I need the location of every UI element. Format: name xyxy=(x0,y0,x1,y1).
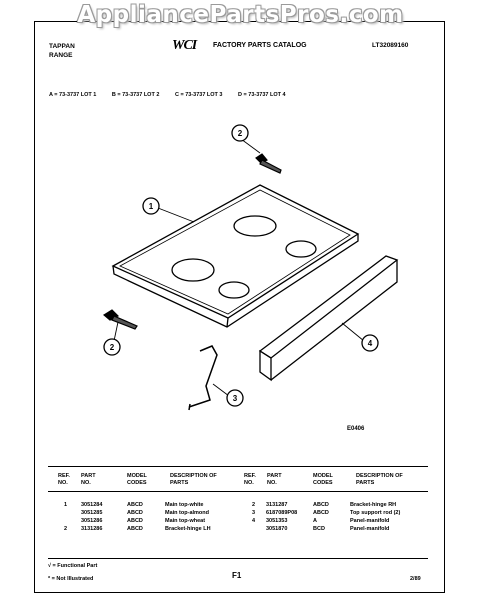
callout-circle xyxy=(103,338,121,356)
catalog-title: FACTORY PARTS CATALOG xyxy=(213,42,307,49)
lot-legend: A = 73-3737 LOT 1 B = 73-3737 LOT 2 C = … xyxy=(49,92,300,98)
main-cooktop xyxy=(111,184,360,328)
row-description: Main top-wheat xyxy=(165,518,206,524)
row-model-codes: ABCD xyxy=(127,502,143,508)
manifold-panel xyxy=(258,255,399,382)
leader-4 xyxy=(341,322,365,342)
cooktop-inner-rim xyxy=(119,189,351,315)
bracket-arm xyxy=(111,315,138,330)
row-description: Main top-almond xyxy=(165,510,209,516)
row-part-no: 3131287 xyxy=(266,502,288,508)
exploded-parts-diagram: 1 2 2 3 4 xyxy=(102,124,399,411)
lot-item: C = 73-3737 LOT 3 xyxy=(174,92,223,98)
row-model-codes: ABCD xyxy=(127,526,143,532)
leader-1 xyxy=(157,207,195,223)
row-model-codes: A xyxy=(313,518,317,524)
lot-item: A = 73-3737 LOT 1 xyxy=(49,92,97,98)
page-frame xyxy=(34,21,445,593)
panel-end-face xyxy=(259,349,272,382)
cooktop-corner xyxy=(226,317,229,328)
leader-2-upper xyxy=(240,138,261,154)
diagram-code: E0406 xyxy=(347,426,365,432)
callout-circle xyxy=(226,389,244,407)
callout-markers: 1 2 2 3 4 xyxy=(103,124,379,407)
callout-number: 3 xyxy=(233,394,238,403)
row-description: Bracket-hinge LH xyxy=(165,526,211,532)
table-bottom-rule xyxy=(48,558,428,559)
wci-logo: WCI xyxy=(172,38,197,53)
row-model-codes: ABCD xyxy=(313,510,329,516)
row-description: Panel-manifold xyxy=(350,526,390,532)
row-ref: 2 xyxy=(252,502,256,508)
watermark-text: AppliancePartsPros.com xyxy=(77,2,404,28)
row-part-no: 3131286 xyxy=(81,526,103,532)
header-description: DESCRIPTION OF PARTS xyxy=(170,473,217,486)
row-model-codes: ABCD xyxy=(127,518,143,524)
row-description: Main top-white xyxy=(165,502,204,508)
callout-number: 4 xyxy=(368,339,373,348)
burner-opening xyxy=(171,258,215,282)
header-part-no: PART NO. xyxy=(267,473,282,486)
row-part-no: 3051870 xyxy=(266,526,288,532)
page-number: F1 xyxy=(232,571,242,580)
catalog-date: 2/89 xyxy=(410,576,421,582)
row-part-no: 3051284 xyxy=(81,502,103,508)
callout-circle xyxy=(361,334,379,352)
row-description: Top support rod (2) xyxy=(350,510,401,516)
product-name: RANGE xyxy=(49,52,73,59)
row-part-no: 3051285 xyxy=(81,510,103,516)
hinge-bracket-right xyxy=(255,153,282,174)
not-illustrated-note: * = Not Illustrated xyxy=(48,576,94,582)
header-model-codes: MODEL CODES xyxy=(127,473,147,486)
row-part-no: 3051353 xyxy=(266,518,288,524)
burner-opening xyxy=(218,281,250,299)
header-part-no: PART NO. xyxy=(81,473,96,486)
row-description: Panel-manifold xyxy=(350,518,390,524)
row-model-codes: BCD xyxy=(313,526,325,532)
callout-number: 1 xyxy=(149,202,154,211)
row-ref: 4 xyxy=(252,518,256,524)
table-header-rule xyxy=(48,491,428,492)
header-description: DESCRIPTION OF PARTS xyxy=(356,473,403,486)
header-ref-no: REF. NO. xyxy=(58,473,70,486)
row-model-codes: ABCD xyxy=(127,510,143,516)
leader-lines xyxy=(113,138,365,397)
lot-item: B = 73-3737 LOT 2 xyxy=(111,92,160,98)
lot-item: D = 73-3737 LOT 4 xyxy=(238,92,286,98)
catalog-number: LT32089160 xyxy=(372,42,409,49)
row-description: Bracket-hinge RH xyxy=(350,502,397,508)
leader-2-lower xyxy=(113,321,119,342)
burner-opening xyxy=(233,215,277,237)
row-part-no: 6187089P08 xyxy=(266,510,298,516)
rod-end xyxy=(188,403,191,411)
hinge-bracket-left xyxy=(102,309,138,330)
leader-3 xyxy=(212,383,230,397)
header-ref-no: REF. NO. xyxy=(244,473,256,486)
row-part-no: 3051286 xyxy=(81,518,103,524)
callout-number: 2 xyxy=(238,129,243,138)
row-ref: 3 xyxy=(252,510,256,516)
panel-front-face xyxy=(270,260,398,381)
burner-opening xyxy=(285,240,317,258)
callout-number: 2 xyxy=(110,343,115,352)
support-rod xyxy=(188,345,218,411)
row-ref: 1 xyxy=(64,502,68,508)
functional-part-note: √ = Functional Part xyxy=(48,563,98,569)
table-top-rule xyxy=(48,466,428,467)
brand-block: TAPPAN RANGE xyxy=(49,42,75,60)
callout-circle xyxy=(231,124,249,142)
bracket-arm xyxy=(259,159,282,174)
rod-path xyxy=(188,345,218,408)
header-model-codes: MODEL CODES xyxy=(313,473,333,486)
brand-name: TAPPAN xyxy=(49,43,75,50)
row-ref: 2 xyxy=(64,526,68,532)
row-model-codes: ABCD xyxy=(313,502,329,508)
callout-circle xyxy=(142,197,160,215)
